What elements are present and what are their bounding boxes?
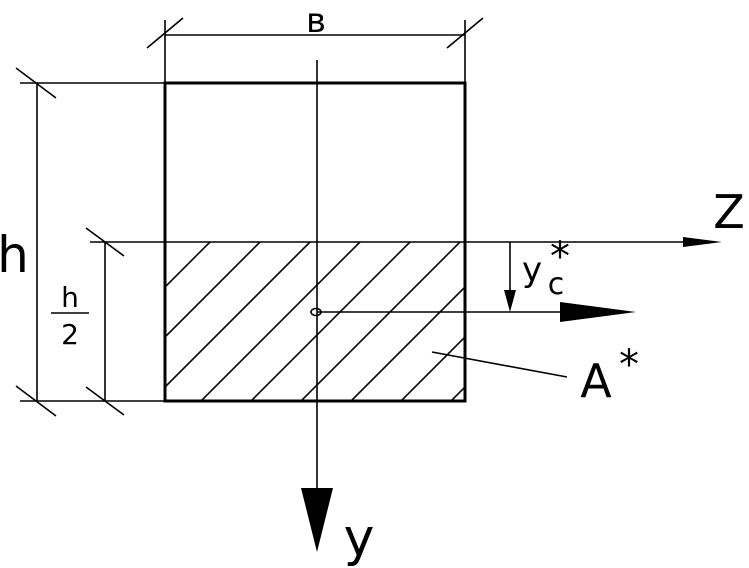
y-axis-label: y bbox=[344, 508, 375, 568]
y-axis-arrowhead bbox=[301, 488, 333, 552]
yc-subscript: c bbox=[548, 267, 565, 302]
half-height-numerator: h bbox=[61, 281, 79, 314]
width-label: в bbox=[306, 1, 326, 41]
width-dimension bbox=[146, 17, 484, 83]
yc-arrowhead bbox=[504, 290, 516, 312]
yc-star: * bbox=[550, 234, 570, 280]
hatched-area bbox=[165, 242, 465, 401]
height-label: h bbox=[0, 226, 29, 284]
yc-dimension bbox=[504, 242, 516, 312]
yc-label: y bbox=[522, 250, 542, 290]
area-star: * bbox=[619, 342, 639, 388]
y-axis bbox=[301, 60, 333, 552]
height-dimension bbox=[15, 67, 165, 417]
centroid-arrowhead bbox=[560, 302, 636, 322]
half-height-denominator: 2 bbox=[61, 318, 79, 351]
z-axis-label: Z bbox=[713, 185, 745, 239]
half-height-dimension bbox=[85, 227, 165, 416]
area-label: A bbox=[580, 354, 612, 408]
z-axis bbox=[165, 237, 722, 247]
z-axis-arrowhead bbox=[683, 237, 722, 247]
centroid-line bbox=[310, 302, 636, 322]
centroid-point bbox=[310, 307, 322, 317]
area-leader-line bbox=[431, 351, 568, 378]
